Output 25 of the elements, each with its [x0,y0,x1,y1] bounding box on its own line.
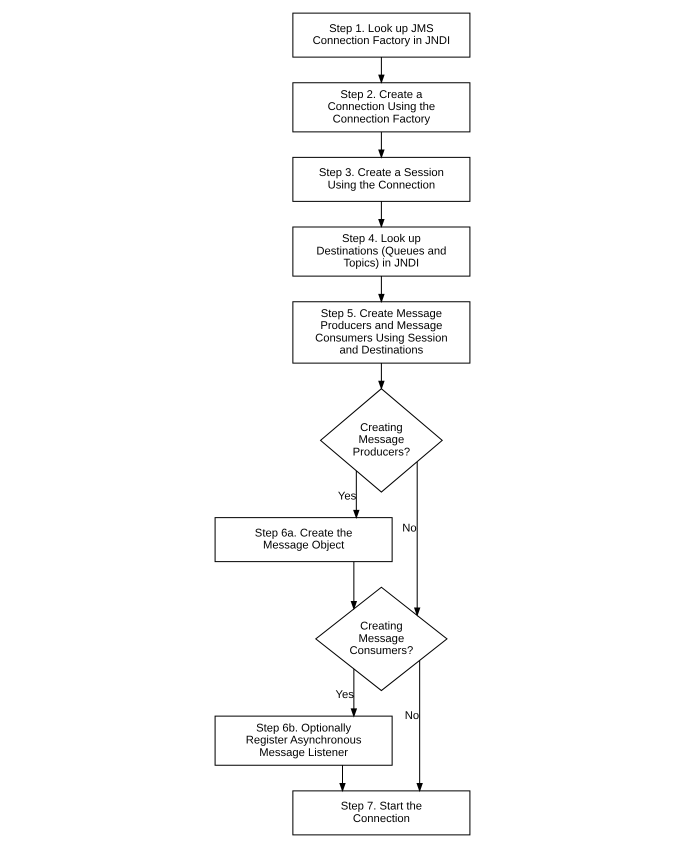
node-box: Step 6b. Optionally Register Asynchronous Message Listener [214,716,392,766]
edge-label: No [404,710,419,722]
arrow [378,363,384,390]
edge-label: Yes [334,688,354,701]
node-box: Step 1. Look up JMS Connection Factory in JNDI [292,12,470,58]
arrow [413,462,420,617]
arrow [378,132,384,159]
edge-label: No [402,522,416,535]
node-diamond: Creating Message Consumers? [314,586,448,692]
node-box: Step 6a. Create the Message Object [214,517,392,562]
node-box: Step 5. Create Message Producers and Message Consumers Using Session and Destinations [292,301,470,364]
arrow [338,766,346,792]
arrow [350,562,357,610]
node-box: Step 3. Create a Session Using the Connection [292,156,470,202]
node-box: Step 4. Look up Destinations (Queues and Topics) in JNDI [292,226,470,277]
arrow [378,276,384,304]
arrow [416,660,422,792]
node-box: Step 2. Create a Connection Using the Connection Factory [292,82,470,132]
node-diamond: Creating Message Producers? [319,388,442,493]
arrow [378,57,384,84]
arrow [350,668,357,718]
edge-label: Yes [337,490,356,503]
node-box: Step 7. Start the Connection [292,790,470,836]
arrow [352,470,360,520]
arrow [378,201,384,228]
